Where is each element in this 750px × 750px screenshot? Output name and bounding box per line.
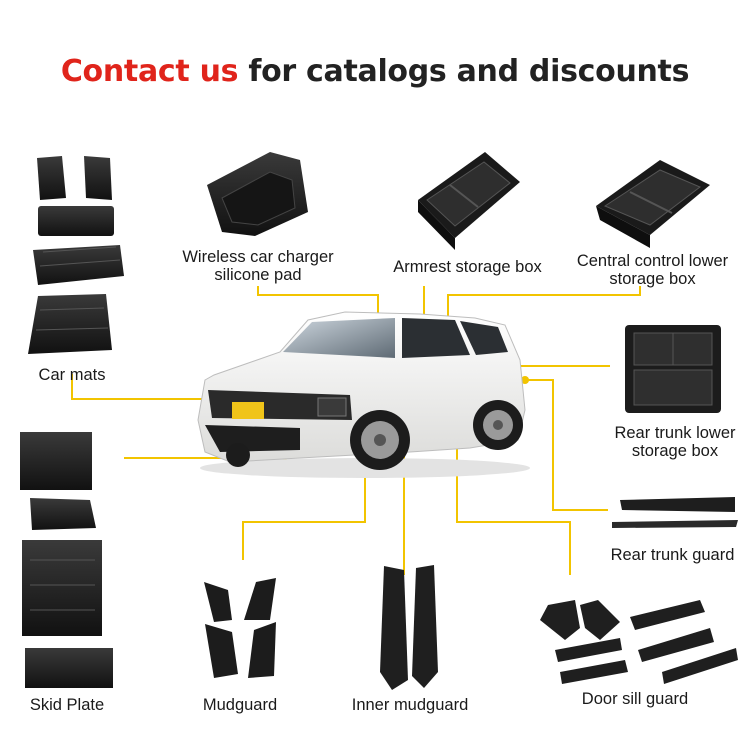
- label-central-control-line2: storage box: [609, 270, 696, 288]
- label-rear-trunk-lower-line2: storage box: [631, 442, 719, 460]
- rear-trunk-lower-storage-box-image: [625, 325, 721, 413]
- label-wireless-charger-line2: silicone pad: [214, 266, 302, 284]
- label-wireless-charger-line1: Wireless car charger: [182, 248, 334, 266]
- white-suv-image: [197, 311, 530, 478]
- label-armrest-storage-box: Armrest storage box: [393, 258, 542, 276]
- label-door-sill-guard: Door sill guard: [581, 690, 689, 708]
- label-inner-mudguard: Inner mudguard: [351, 696, 469, 714]
- label-car-mats: Car mats: [38, 366, 106, 384]
- rear-trunk-guard-image: [612, 497, 738, 528]
- mudguard-image: [204, 578, 276, 678]
- central-control-storage-box-image: [596, 160, 710, 248]
- door-sill-guard-image: [540, 600, 738, 684]
- car-mats-image: [28, 156, 124, 354]
- inner-mudguard-image: [380, 565, 438, 690]
- headline-rest: for catalogs and discounts: [238, 54, 690, 89]
- label-skid-plate: Skid Plate: [29, 696, 105, 714]
- wireless-charger-pad-image: [207, 152, 308, 236]
- headline-highlight: Contact us: [60, 54, 239, 89]
- skid-plate-image: [20, 432, 113, 688]
- label-rear-trunk-guard: Rear trunk guard: [610, 546, 735, 564]
- label-mudguard: Mudguard: [202, 696, 278, 714]
- headline: Contact us for catalogs and discounts: [0, 54, 750, 89]
- label-central-control-line1: Central control lower: [576, 252, 729, 270]
- armrest-storage-box-image: [418, 152, 520, 250]
- label-wireless-charger: Wireless car charger silicone pad: [178, 248, 338, 284]
- label-rear-trunk-lower-line1: Rear trunk lower: [614, 424, 736, 442]
- label-rear-trunk-lower-storage-box: Rear trunk lower storage box: [605, 424, 745, 460]
- label-central-control-storage-box: Central control lower storage box: [565, 252, 740, 288]
